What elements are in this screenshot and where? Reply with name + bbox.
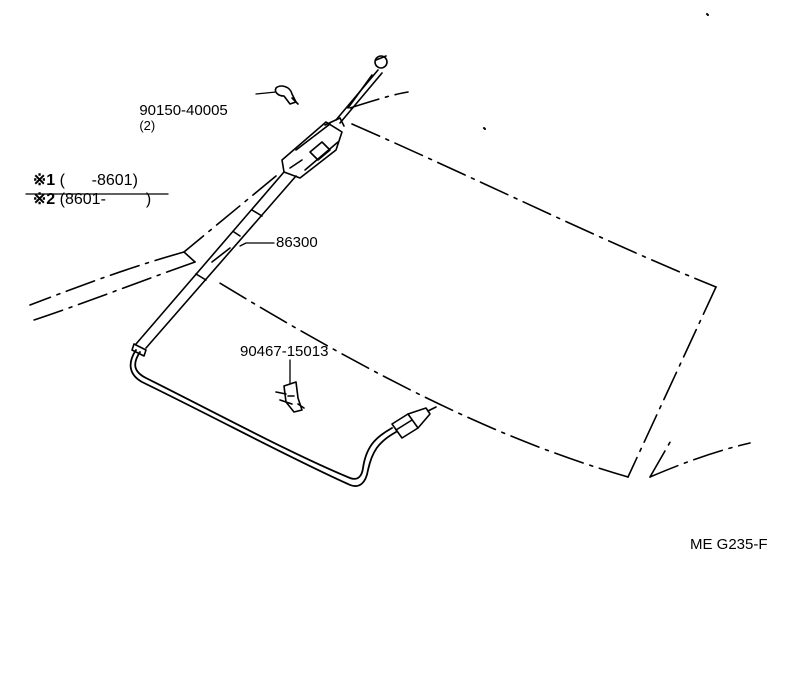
note-2: ※2 (8601- ) — [24, 176, 151, 208]
antenna-base — [281, 117, 345, 179]
bolt — [274, 85, 299, 105]
diagram-code: ME G235-F — [690, 536, 768, 553]
windshield-outline — [217, 91, 717, 478]
bolt-quantity: (2) — [139, 118, 156, 133]
body-outline-right — [649, 436, 751, 478]
bolt-part-number: 90150-40005 (2) — [131, 88, 228, 133]
note-1-range: ( -8601) — [59, 172, 138, 189]
note-1-mark: ※1 — [32, 172, 56, 189]
antenna-tube — [131, 171, 297, 357]
leader-lines — [25, 91, 291, 384]
note-1: ※1 ( -8601) — [24, 157, 138, 189]
body-outline-left — [27, 175, 277, 323]
clip-part-number: 90467-15013 — [240, 343, 329, 360]
antenna-cable — [129, 349, 397, 487]
note-2-mark: ※2 — [32, 191, 56, 208]
note-2-range: (8601- ) — [59, 191, 152, 208]
antenna-mast — [335, 55, 388, 124]
antenna-part-number: 86300 — [276, 234, 318, 251]
cable-plug — [391, 406, 437, 439]
bolt-part-label: 90150-40005 — [139, 102, 228, 119]
cable-clip — [275, 381, 305, 413]
stray-marks — [483, 13, 709, 130]
